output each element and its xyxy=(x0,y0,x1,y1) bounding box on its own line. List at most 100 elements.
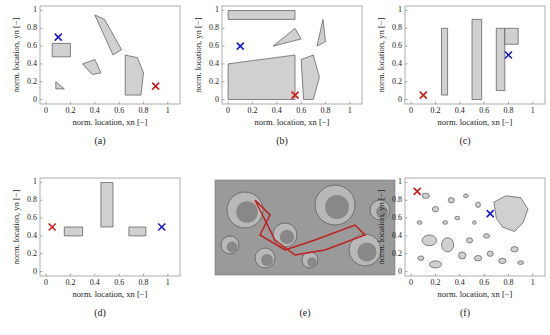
obstacle xyxy=(511,247,518,252)
tick-label: 0.8 xyxy=(503,107,513,115)
marker-cross xyxy=(152,83,159,90)
tick-label: 0.8 xyxy=(27,24,37,32)
tick-label: 0.4 xyxy=(27,60,37,68)
crater-shadow xyxy=(325,195,349,219)
tick-mark xyxy=(435,274,436,277)
axes-box xyxy=(405,178,545,276)
marker-cross xyxy=(414,188,421,195)
marker-cross xyxy=(152,83,159,90)
axis-label: norm. location, xn [−] xyxy=(73,118,148,127)
tick-label: 0.4 xyxy=(455,107,465,115)
obstacle xyxy=(129,227,146,236)
obstacle xyxy=(417,221,422,225)
obstacle xyxy=(442,28,448,95)
crater xyxy=(302,252,318,268)
tick-mark xyxy=(40,253,43,254)
tick-label: 0.6 xyxy=(114,107,124,115)
crater-shadow xyxy=(227,242,238,253)
panel-label: (c) xyxy=(459,136,470,146)
obstacle xyxy=(83,60,101,75)
obstacle xyxy=(476,202,481,207)
tick-mark xyxy=(167,274,168,277)
tick-mark xyxy=(405,182,408,183)
obstacle xyxy=(499,258,506,263)
obstacle xyxy=(52,43,70,56)
tick-mark xyxy=(40,200,43,201)
tick-label: 1 xyxy=(166,107,170,115)
tick-label: 0.4 xyxy=(90,279,100,287)
tick-label: 0 xyxy=(398,96,402,104)
tick-label: 0 xyxy=(226,107,230,115)
obstacle xyxy=(455,216,460,220)
tick-mark xyxy=(70,102,71,105)
tick-mark xyxy=(405,81,408,82)
marker-cross xyxy=(420,92,427,99)
axes-box xyxy=(40,6,180,104)
tick-mark xyxy=(228,102,229,105)
tick-mark xyxy=(40,63,43,64)
tick-label: 0 xyxy=(33,96,37,104)
tick-label: 0.6 xyxy=(392,42,402,50)
tick-mark xyxy=(459,102,460,105)
obstacle xyxy=(228,55,295,100)
tick-label: 0.2 xyxy=(430,279,440,287)
marker-cross xyxy=(292,92,299,99)
crater xyxy=(221,236,239,254)
tick-label: 0.8 xyxy=(27,196,37,204)
axis-label: norm. location, yn [−] xyxy=(377,190,386,265)
obstacle xyxy=(496,28,505,90)
tick-label: 0.6 xyxy=(27,42,37,50)
tick-mark xyxy=(484,102,485,105)
tick-label: 0.4 xyxy=(209,60,219,68)
axis-label: norm. location, yn [−] xyxy=(12,190,21,265)
tick-label: 0 xyxy=(33,268,37,276)
obstacle xyxy=(429,261,441,268)
tick-mark xyxy=(167,102,168,105)
tick-label: 0.8 xyxy=(392,24,402,32)
tick-label: 0.6 xyxy=(114,279,124,287)
obstacle xyxy=(101,183,113,228)
tick-mark xyxy=(276,102,277,105)
axis-label: norm. location, xn [−] xyxy=(73,290,148,299)
tick-mark xyxy=(459,274,460,277)
crater-shadow xyxy=(261,254,273,266)
tick-mark xyxy=(532,274,533,277)
tick-label: 0.2 xyxy=(392,250,402,258)
tick-label: 0 xyxy=(409,279,413,287)
tick-mark xyxy=(40,99,43,100)
tick-mark xyxy=(70,274,71,277)
marker-cross xyxy=(237,43,244,50)
obstacle xyxy=(459,252,466,259)
tick-label: 0.6 xyxy=(479,107,489,115)
tick-label: 0.2 xyxy=(392,78,402,86)
tick-mark xyxy=(40,218,43,219)
tick-mark xyxy=(94,274,95,277)
obstacle xyxy=(473,221,477,225)
obstacle xyxy=(95,15,122,55)
tick-mark xyxy=(46,102,47,105)
axis-label: norm. location, yn [−] xyxy=(377,18,386,93)
axis-label: norm. location, xn [−] xyxy=(438,290,513,299)
obstacle xyxy=(494,196,528,232)
tick-mark xyxy=(405,271,408,272)
axis-label: norm. location, xn [−] xyxy=(255,118,330,127)
tick-label: 1 xyxy=(33,178,37,186)
tick-mark xyxy=(405,200,408,201)
obstacle xyxy=(228,11,295,20)
obstacle xyxy=(505,28,518,44)
marker-cross xyxy=(505,52,512,59)
tick-label: 1 xyxy=(33,6,37,14)
marker-cross xyxy=(487,210,494,217)
obstacle xyxy=(422,193,429,198)
tick-label: 0 xyxy=(409,107,413,115)
obstacle xyxy=(472,19,482,99)
axis-label: norm. location, yn [−] xyxy=(12,18,21,93)
tick-mark xyxy=(222,99,225,100)
tick-label: 0 xyxy=(215,96,219,104)
obstacle xyxy=(422,235,437,246)
tick-mark xyxy=(222,28,225,29)
tick-label: 1 xyxy=(398,178,402,186)
panel-label: (f) xyxy=(460,308,470,318)
crater xyxy=(227,192,263,228)
